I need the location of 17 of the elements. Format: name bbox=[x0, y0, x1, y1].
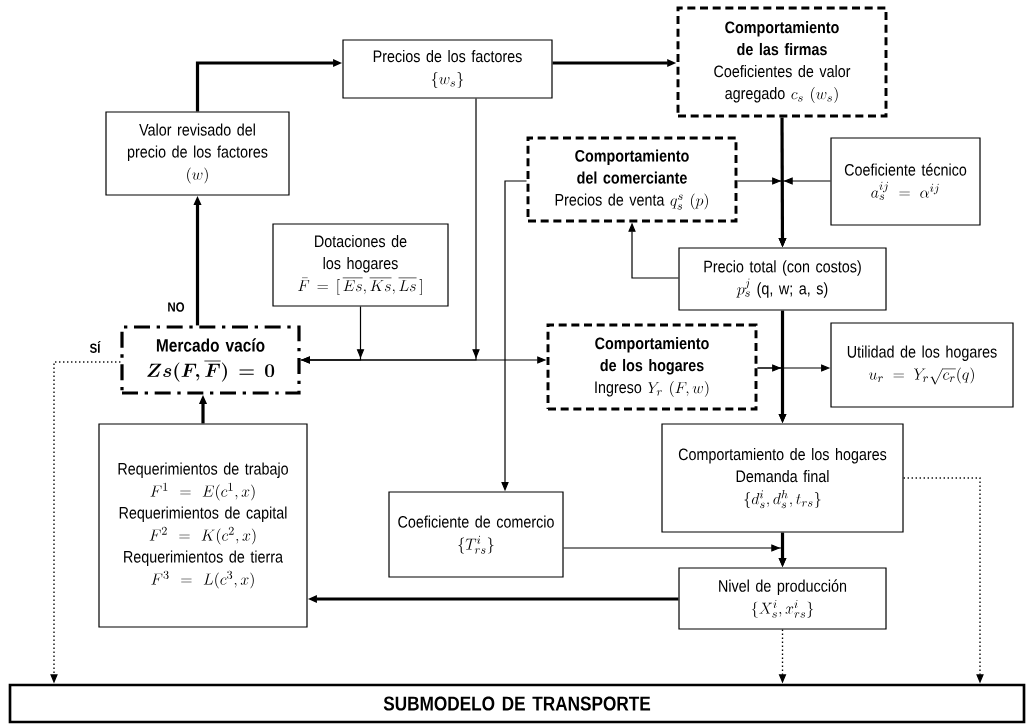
process-box: Dotaciones de los hogares $\bar{F}=[\,\overline{Es},\overline{Ks},\overline{Ls}\,]$ bbox=[272, 223, 449, 307]
process-box: Coeficiente de comercio $\{T^i_{rs}\}$ bbox=[388, 491, 564, 578]
process-box: Precios de los factores $\{w_s\}$ bbox=[342, 39, 553, 99]
process-box: Coeficiente técnico $a_s^{ij}=\alpha^{ij}$ bbox=[830, 137, 981, 226]
decision-box: Mercado vacío $Zs(F,\overline{F})=0$ bbox=[120, 325, 301, 395]
process-box: Nivel de producción $\{X_s^i,x_{rs}^i\}$ bbox=[678, 567, 887, 630]
process-box: Comportamiento del comerciante Precios de venta $q_s^s\ (p)$ bbox=[526, 136, 738, 223]
banner-box: SUBMODELO DE TRANSPORTE bbox=[8, 683, 1026, 724]
edge-label: SÍ bbox=[88, 339, 102, 355]
process-box: Valor revisado del precio de los factores $(w)$ bbox=[105, 111, 290, 196]
process-box: Comportamiento de los hogares Ingreso $Y_r\ (F,w)$ bbox=[546, 323, 758, 411]
edge-label: NO bbox=[166, 300, 186, 314]
process-box: Precio total (con costos) $p_s^j$ (q, w; a, s) bbox=[678, 247, 887, 311]
process-box: Utilidad de los hogares $u_r=Y_r\sqrt{c_r}(q)$ bbox=[830, 322, 1014, 408]
process-box: Comportamiento de los hogares Demanda final $\{d_s^i,d_s^h,t_{rs}\}$ bbox=[661, 423, 904, 533]
process-box: Requerimientos de trabajo $F^1=E(c^1,x)$ Requerimientos de capital $F^2=K(c^2,x)$ Requerimientos de tierra $F^3=L(c^3,x)$ bbox=[98, 423, 308, 628]
process-box: Comportamiento de las firmas Coeficientes de valor agregado $c_s\ (w_s)$ bbox=[676, 6, 888, 118]
